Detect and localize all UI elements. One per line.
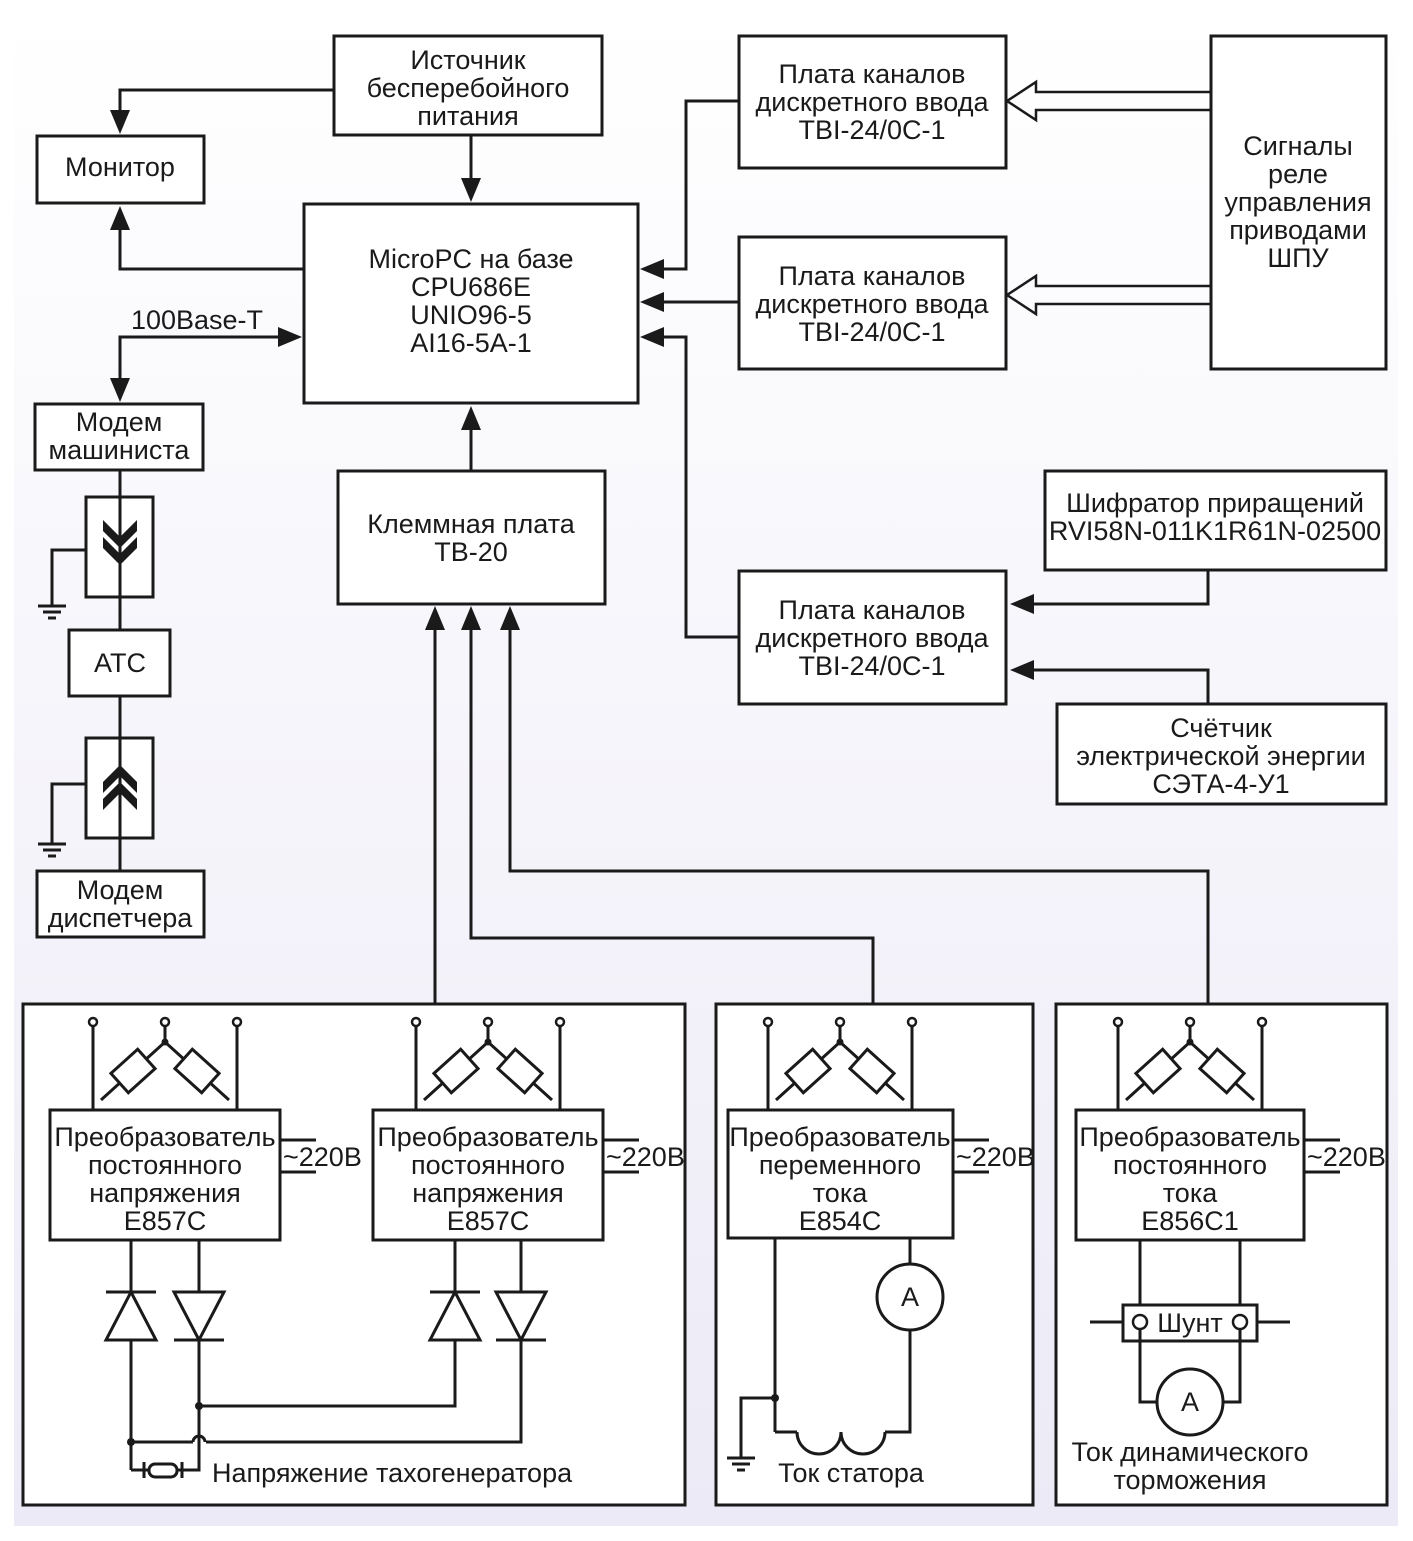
connections-to-terminal-board (425, 606, 1210, 1004)
diode-2 (171, 1290, 227, 1344)
ammeter-brake: A (1155, 1367, 1225, 1437)
block-ats: АТС (67, 628, 172, 698)
connections-upper: 100Base-T (110, 79, 1213, 704)
block-monitor: Монитор (35, 134, 206, 205)
block-ats-text: АТС (94, 648, 146, 678)
input-resistors-2 (410, 1016, 566, 1110)
tacho-label: Напряжение тахогенератора (212, 1458, 573, 1488)
block-monitor-text: Монитор (65, 152, 175, 182)
ammeter-stator: A (875, 1262, 945, 1332)
supply-label-4: ~220В (1307, 1142, 1386, 1172)
ammeter-brake-label: A (1181, 1387, 1199, 1417)
ammeter-stator-label: A (901, 1282, 919, 1312)
stator-label: Ток статора (778, 1458, 925, 1488)
supply-label-1: ~220В (283, 1142, 362, 1172)
stator-circuit: A Ток статора (727, 1238, 945, 1488)
diode-4 (493, 1290, 549, 1344)
tachogenerator-circuit: Напряжение тахогенератора (103, 1240, 573, 1488)
tachogenerator-icon (142, 1462, 184, 1479)
network-label: 100Base-T (131, 305, 263, 335)
shunt-label: Шунт (1157, 1308, 1223, 1338)
input-resistors-4 (1112, 1016, 1268, 1110)
input-resistors-3 (762, 1016, 918, 1110)
supply-label-2: ~220В (606, 1142, 685, 1172)
modem-chain (38, 470, 155, 871)
input-resistors-1 (87, 1016, 243, 1110)
supply-label-3: ~220В (956, 1142, 1035, 1172)
